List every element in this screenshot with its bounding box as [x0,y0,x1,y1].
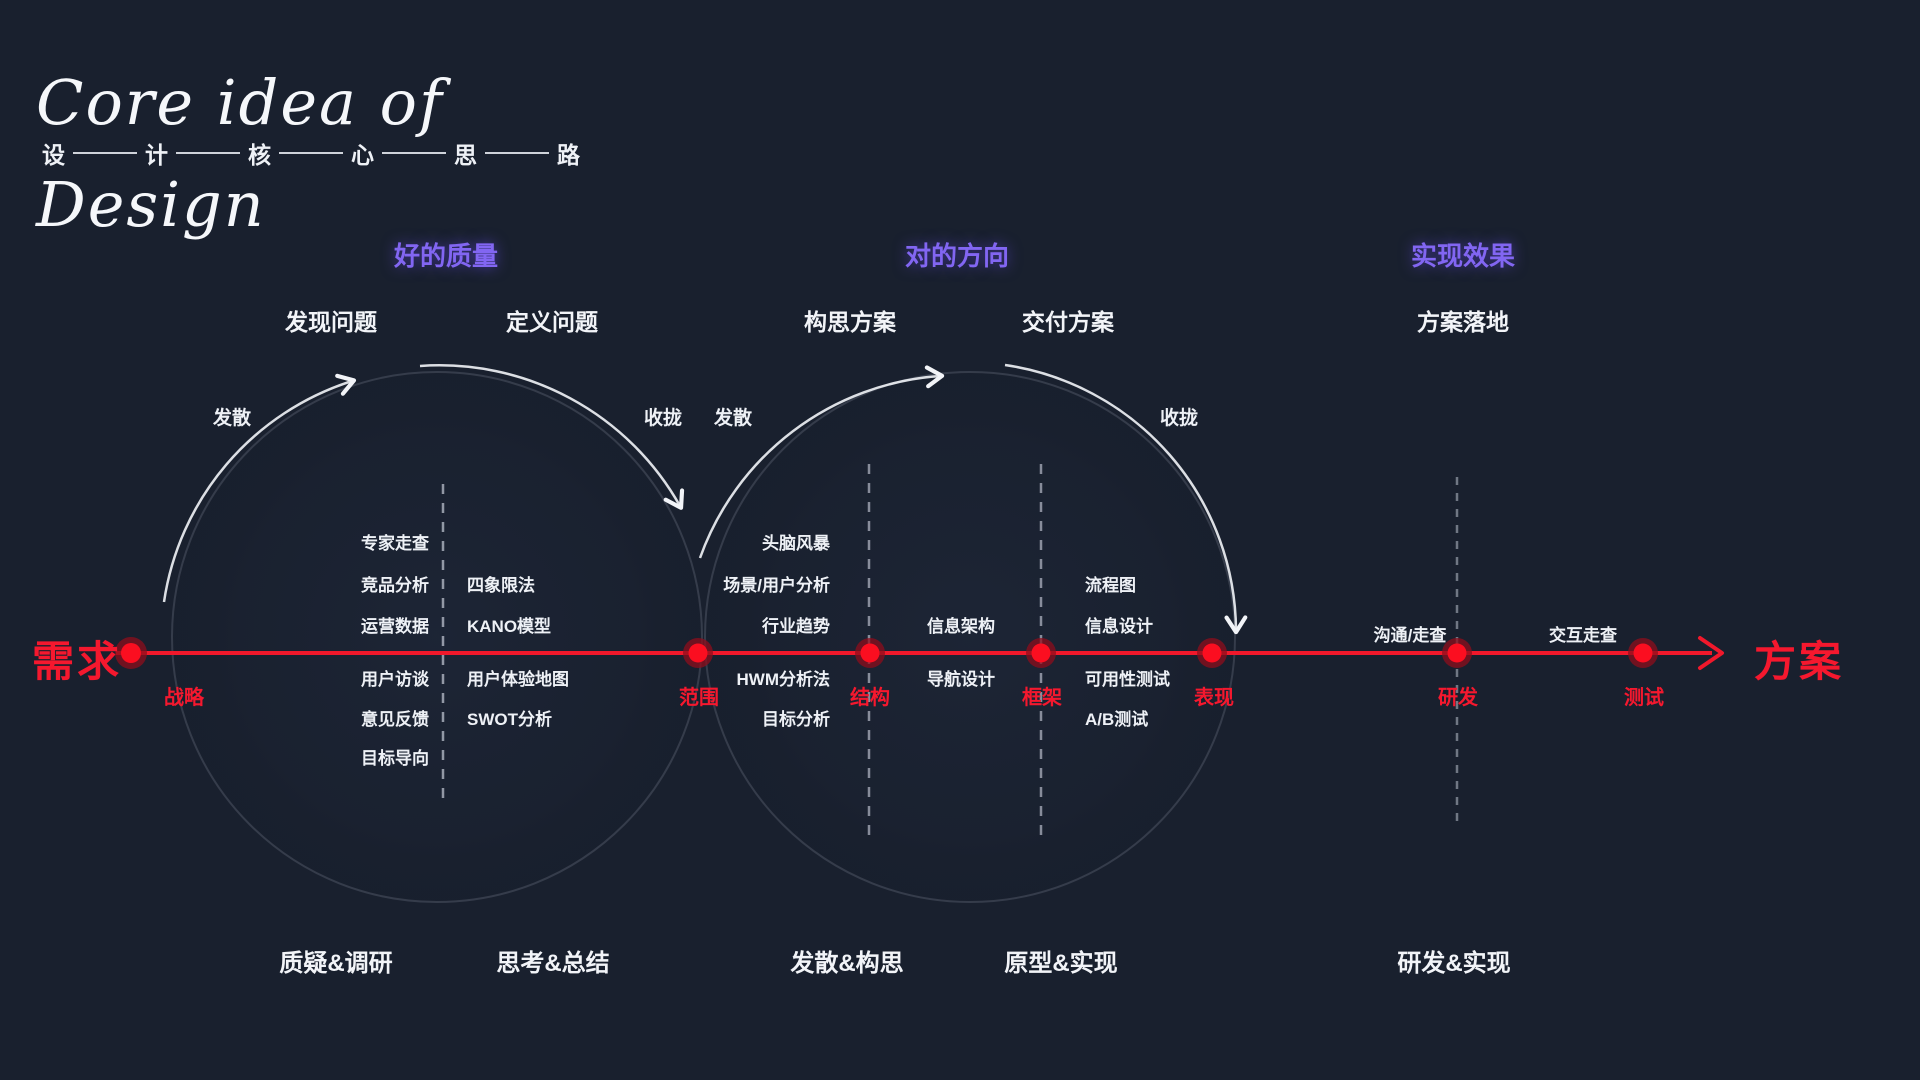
timeline-dot [1197,638,1227,668]
timeline-dot [1026,638,1056,668]
activity-develop-build: 研发&实现 [1397,950,1511,977]
converge-arrow-1 [419,364,685,510]
section-header-direction: 对的方向 [904,241,1010,271]
converge-label-2: 收拢 [1159,408,1199,429]
activity-prototype-build: 原型&实现 [1004,950,1118,977]
prototyping-method: 流程图 [1085,576,1136,595]
research-method: 专家走查 [361,534,429,553]
stage-label-testing: 测试 [1624,687,1664,709]
subtitle-char: 心 [351,142,374,168]
subtitle-dash [73,152,137,154]
subtitle-dash [485,152,549,154]
research-method: 竞品分析 [361,576,429,595]
subtitle-char: 路 [557,142,580,168]
section-header-quality: 好的质量 [393,241,499,271]
prototyping-method: A/B测试 [1085,710,1149,729]
information-method: 信息架构 [927,617,995,636]
converge-label-1: 收拢 [643,408,683,429]
summary-method: 四象限法 [467,576,535,595]
subtitle-char: 计 [145,142,168,168]
timeline-start-label: 需求 [32,638,123,685]
research-method: 意见反馈 [361,710,429,729]
diverge-arrow-1 [162,373,357,603]
subtitle-dash [382,152,446,154]
timeline-dot [115,637,147,669]
summary-method: KANO模型 [467,617,552,636]
diverge-arrow-2 [698,365,945,559]
phase-discover-problem: 发现问题 [285,309,377,335]
title-line-2: Design [36,168,266,241]
cycle-circle-2 [704,371,1236,903]
timeline-dots [115,637,1658,669]
timeline-dot [855,638,885,668]
cycle-circle-1 [171,371,703,903]
timeline-dot [1442,638,1472,668]
subtitle-dash [279,152,343,154]
timeline-end-label: 方案 [1754,638,1845,685]
ideation-method: 场景/用户分析 [723,576,830,595]
activity-diverge-ideate: 发散&构思 [790,950,904,977]
summary-method: 用户体验地图 [467,670,569,689]
page-title: Core idea of Design [36,52,444,256]
stage-label-strategy: 战略 [164,687,204,709]
phase-deliver-solution: 交付方案 [1022,309,1114,335]
ideation-method: HWM分析法 [736,670,830,689]
phase-ideate-solution: 构思方案 [804,309,896,335]
timeline-dot [683,638,713,668]
phase-define-problem: 定义问题 [506,309,598,335]
stage-label-structure: 结构 [850,687,890,709]
prototyping-method: 信息设计 [1085,617,1153,636]
subtitle: 设 计 核 心 思 路 [42,136,580,170]
handoff-method: 交互走查 [1549,626,1617,645]
converge-arrow-2 [1004,363,1248,635]
subtitle-dash [176,152,240,154]
summary-method: SWOT分析 [467,710,552,729]
title-line-1: Core idea of [36,66,444,139]
subtitle-char: 设 [42,142,65,168]
handoff-method: 沟通/走查 [1373,626,1447,645]
research-method: 用户访谈 [361,670,429,689]
ideation-method: 行业趋势 [762,617,830,636]
stage-label-skeleton: 框架 [1022,687,1062,709]
stage-label-surface: 表现 [1194,687,1234,709]
timeline-arrow-icon [1698,636,1724,670]
diverge-label-2: 发散 [713,408,753,429]
prototyping-method: 可用性测试 [1085,670,1170,689]
subtitle-char: 核 [248,142,271,168]
information-method: 导航设计 [927,670,995,689]
stage-label-development: 研发 [1438,687,1478,709]
activity-question-research: 质疑&调研 [279,950,393,977]
research-method: 目标导向 [361,749,429,768]
timeline-dot [1628,638,1658,668]
diverge-label-1: 发散 [212,408,252,429]
section-header-effect: 实现效果 [1410,241,1516,271]
research-method: 运营数据 [361,617,429,636]
activity-think-summarize: 思考&总结 [496,950,610,977]
stage-label-scope: 范围 [679,687,719,709]
phase-solution-landing: 方案落地 [1417,309,1509,335]
ideation-method: 目标分析 [762,710,830,729]
subtitle-char: 思 [454,142,477,168]
ideation-method: 头脑风暴 [762,534,830,553]
